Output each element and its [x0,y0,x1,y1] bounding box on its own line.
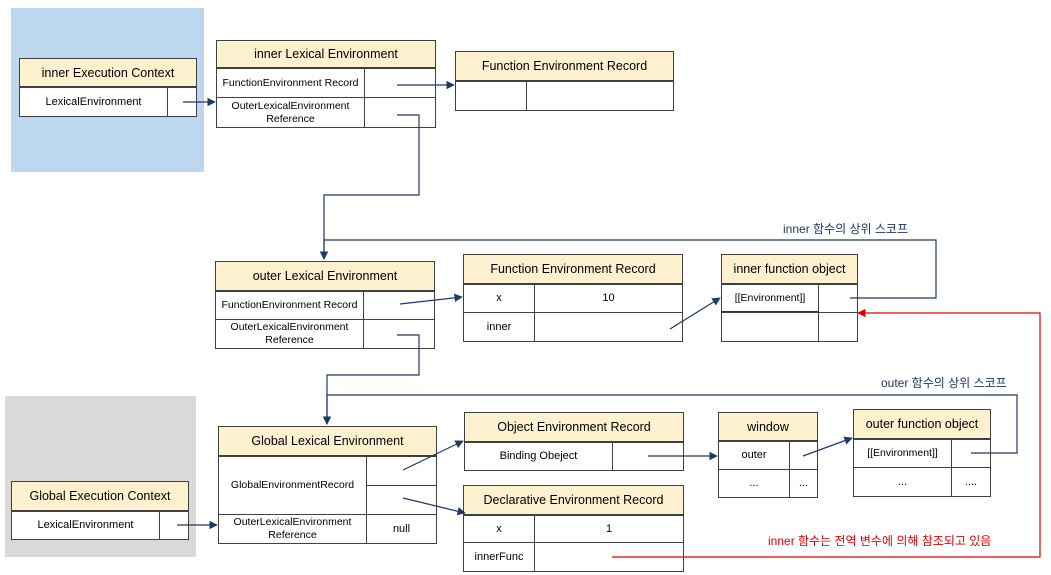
global-environment-record: GlobalEnvironmentRecord [218,456,367,515]
global-execution-context-title: Global Execution Context [11,481,189,511]
inner-context-lexenv: LexicalEnvironment [19,87,168,117]
inner-lex-record-pointer [364,68,436,98]
outer-fn-row2-name: ... [853,467,952,497]
inner-function-object-title: inner function object [721,254,858,284]
decl-innerfunc-name: innerFunc [463,542,535,572]
inner-execution-context-title: inner Execution Context [19,58,197,87]
outer-scope-note: outer 함수의 상위 스코프 [881,376,1007,390]
binding-object-pointer [612,442,684,471]
window-object-title: window [718,412,818,441]
binding-object-label: Binding Obeject [464,442,613,471]
global-reference-note: inner 함수는 전역 변수에 의해 참조되고 있음 [768,534,992,548]
outer-fer-inner-value [534,312,683,342]
outer-fn-environment-slot: [[Environment]] [853,439,952,468]
window-outer-name: outer [718,441,790,470]
global-record-pointer-1 [366,456,437,486]
inner-fer-value-cell [526,81,674,111]
inner-fn-environment-pointer [818,284,858,313]
outer-fer-inner-name: inner [463,312,535,342]
decl-x-name: x [463,515,535,543]
outer-function-environment-record-title: Function Environment Record [463,254,683,284]
global-lexical-environment-title: Global Lexical Environment [218,426,437,456]
inner-scope-note: inner 함수의 상위 스코프 [783,222,909,236]
inner-context-lexenv-pointer [167,87,197,117]
outer-lexical-environment-title: outer Lexical Environment [215,261,435,291]
global-outer-reference: OuterLexicalEnvironment Reference [218,514,367,544]
outer-fer-x-name: x [463,284,535,313]
outer-fer-x-value: 10 [534,284,683,313]
window-outer-pointer [789,441,818,470]
outer-fn-environment-pointer [951,439,991,468]
outer-lex-outer-reference: OuterLexicalEnvironment Reference [215,319,364,349]
outer-fn-row2-value: .... [951,467,991,497]
global-record-pointer-2 [366,485,437,515]
inner-fn-row2-value [818,312,858,342]
inner-lex-function-env-record: FunctionEnvironment Record [216,68,365,98]
global-context-lexenv-pointer [159,511,189,540]
outer-lex-function-env-record: FunctionEnvironment Record [215,291,364,320]
inner-lex-outer-reference: OuterLexicalEnvironment Reference [216,97,365,128]
outer-lex-record-pointer [363,291,435,320]
inner-fn-row2-name [721,312,819,342]
inner-fer-name-cell [455,81,527,111]
global-context-lexenv: LexicalEnvironment [11,511,160,540]
inner-lexical-environment-title: inner Lexical Environment [216,40,436,68]
declarative-environment-record-title: Declarative Environment Record [463,485,684,515]
arrow-inner-lex-to-outer-lex [319,114,420,260]
outer-lex-outer-pointer [363,319,435,349]
inner-fn-environment-slot: [[Environment]] [721,284,819,313]
outer-function-object-title: outer function object [853,409,991,439]
window-row2-name: ... [718,469,790,498]
object-environment-record-title: Object Environment Record [464,412,684,442]
decl-innerfunc-value [534,542,684,572]
global-outer-reference-value: null [366,514,437,544]
window-row2-value: ... [789,469,818,498]
inner-lex-outer-pointer [364,97,436,128]
inner-function-environment-record-title: Function Environment Record [455,51,674,81]
decl-x-value: 1 [534,515,684,543]
